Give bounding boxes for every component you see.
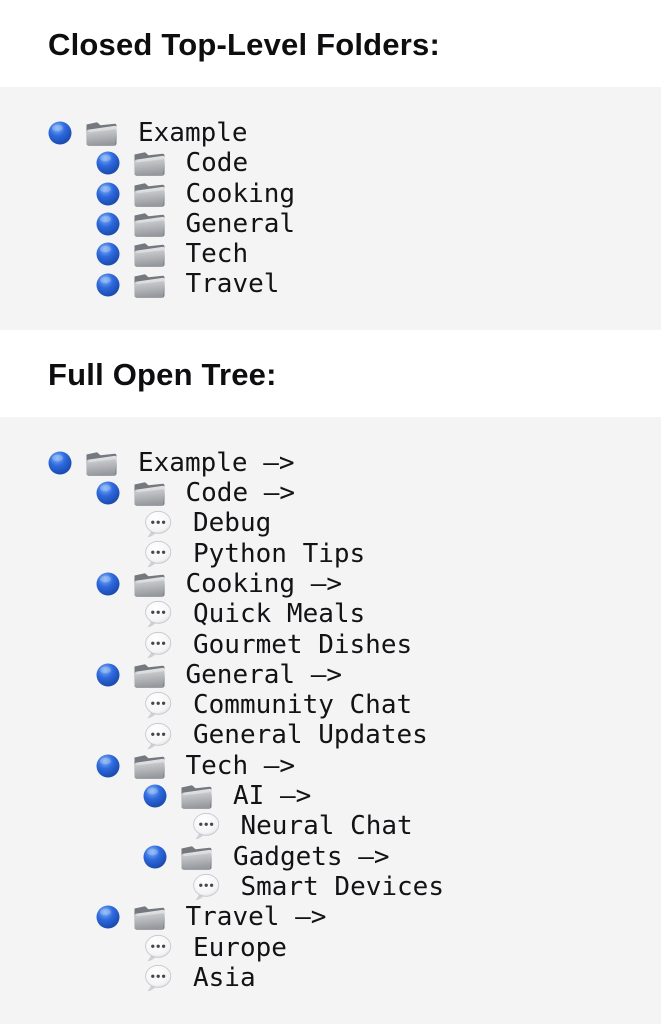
tree-row-label: Example —> [138,447,295,478]
tree-row-label: Cooking [185,178,296,209]
tree-row-label: Code —> [185,478,296,509]
section-heading-full-open-tree: Full Open Tree: [48,356,277,392]
tree-row-label: Tech [185,239,249,270]
blue-circle-icon [96,182,120,206]
blue-circle-icon [96,572,120,596]
blue-circle-icon [143,784,167,808]
section-heading-closed-top-level-folders: Closed Top-Level Folders: [48,27,440,62]
tree-row-label: Asia [193,962,256,993]
folder-icon [132,570,166,598]
folder-icon [132,271,166,299]
tree-row-label: Europe [193,932,287,963]
folder-icon [179,782,213,810]
folder-icon [179,843,213,871]
tree-row: Neural Chat [191,811,661,841]
tree-row-label: Gadgets —> [233,841,390,872]
speech-balloon-icon [143,539,173,569]
blue-circle-icon [96,151,120,175]
tree-row-label: Python Tips [193,538,366,569]
tree-row: Code —> [96,478,661,508]
blue-circle-icon [96,905,120,929]
speech-balloon-icon [143,963,173,993]
tree-row: Example —> [48,448,661,478]
folder-icon [132,903,166,931]
tree-row-label: General —> [185,659,343,690]
tree-row: Python Tips [143,539,661,569]
tree-row: General [96,209,661,239]
folder-icon [132,661,166,689]
tree-row: Code [96,148,661,178]
blue-circle-icon [96,481,120,505]
tree-row: Gourmet Dishes [143,630,661,660]
blue-circle-icon [96,242,120,266]
speech-balloon-icon [143,721,173,751]
blue-circle-icon [48,121,72,145]
tree-row-label: Quick Meals [193,599,366,630]
speech-balloon-icon [191,872,221,902]
blue-circle-icon [48,451,72,475]
folder-icon [132,240,166,268]
blue-circle-icon [143,845,167,869]
speech-balloon-icon [143,690,173,720]
tree-row-label: Community Chat [193,690,413,721]
speech-balloon-icon [191,811,221,841]
tree-row-label: General [185,208,296,239]
tree-row: Cooking [96,179,661,209]
tree-row-label: Debug [193,508,272,539]
tree-row: Gadgets —> [143,842,661,872]
tree-row: Travel —> [96,902,661,932]
tree-row: Asia [143,963,661,993]
folder-icon [132,479,166,507]
tree-row: AI —> [143,781,661,811]
folder-icon [84,449,118,477]
speech-balloon-icon [143,630,173,660]
tree-row: Europe [143,933,661,963]
folder-icon [84,119,118,147]
tree-row-label: Code [185,148,249,179]
tree-row-label: Cooking —> [185,568,343,599]
folder-icon [132,180,166,208]
tree-row: Quick Meals [143,599,661,629]
tree-row-label: Neural Chat [240,811,413,842]
speech-balloon-icon [143,933,173,963]
tree-row: General —> [96,660,661,690]
tree-row-label: AI —> [233,781,312,812]
speech-balloon-icon [143,509,173,539]
tree-row: Travel [96,269,661,299]
blue-circle-icon [96,273,120,297]
tree-row: Cooking —> [96,569,661,599]
tree-row-label: Tech —> [185,750,296,781]
tree-row-label: Example [138,118,248,148]
blue-circle-icon [96,663,120,687]
tree-row-label: Gourmet Dishes [193,629,413,660]
blue-circle-icon [96,754,120,778]
tree-row: General Updates [143,720,661,750]
speech-balloon-icon [143,599,173,629]
tree-row-label: Travel [185,269,280,300]
tree-row-label: Travel —> [185,902,327,933]
tree-row: Tech [96,239,661,269]
tree-row: Example [48,118,661,148]
tree-row-label: Smart Devices [240,871,445,902]
folder-icon [132,149,166,177]
tree-row: Smart Devices [191,872,661,902]
folder-icon [132,752,166,780]
blue-circle-icon [96,212,120,236]
tree-row: Debug [143,508,661,538]
tree-row-label: General Updates [193,720,428,751]
folder-icon [132,210,166,238]
tree-row: Tech —> [96,751,661,781]
tree-row: Community Chat [143,690,661,720]
